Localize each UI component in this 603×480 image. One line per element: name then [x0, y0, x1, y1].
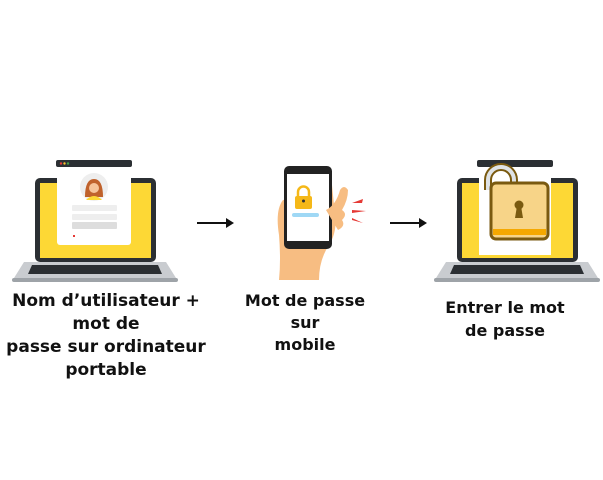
step-1-label: Nom d’utilisateur + mot de passe sur ord…	[0, 290, 212, 382]
label-line: Mot de passe	[244, 291, 366, 310]
arrow-right-icon	[390, 218, 427, 228]
label-line: mot de	[72, 314, 140, 334]
arrow-right-icon	[197, 218, 234, 228]
laptop-login-icon	[12, 160, 178, 282]
laptop-unlocked-icon	[434, 160, 600, 282]
label-line: Entrer le mot	[445, 298, 565, 317]
label-line: passe sur ordinateur	[6, 337, 206, 357]
step-3-label: Entrer le mot de passe	[420, 296, 590, 342]
label-line: sur	[290, 313, 320, 332]
label-line: Nom d’utilisateur +	[12, 291, 200, 311]
label-line: de passe	[464, 321, 546, 340]
label-line: portable	[65, 360, 147, 380]
vibration-alert-icon	[352, 199, 366, 223]
phone-lock-icon	[277, 166, 366, 280]
step-2-label: Mot de passe sur mobile	[235, 290, 375, 356]
label-line: mobile	[274, 335, 336, 354]
